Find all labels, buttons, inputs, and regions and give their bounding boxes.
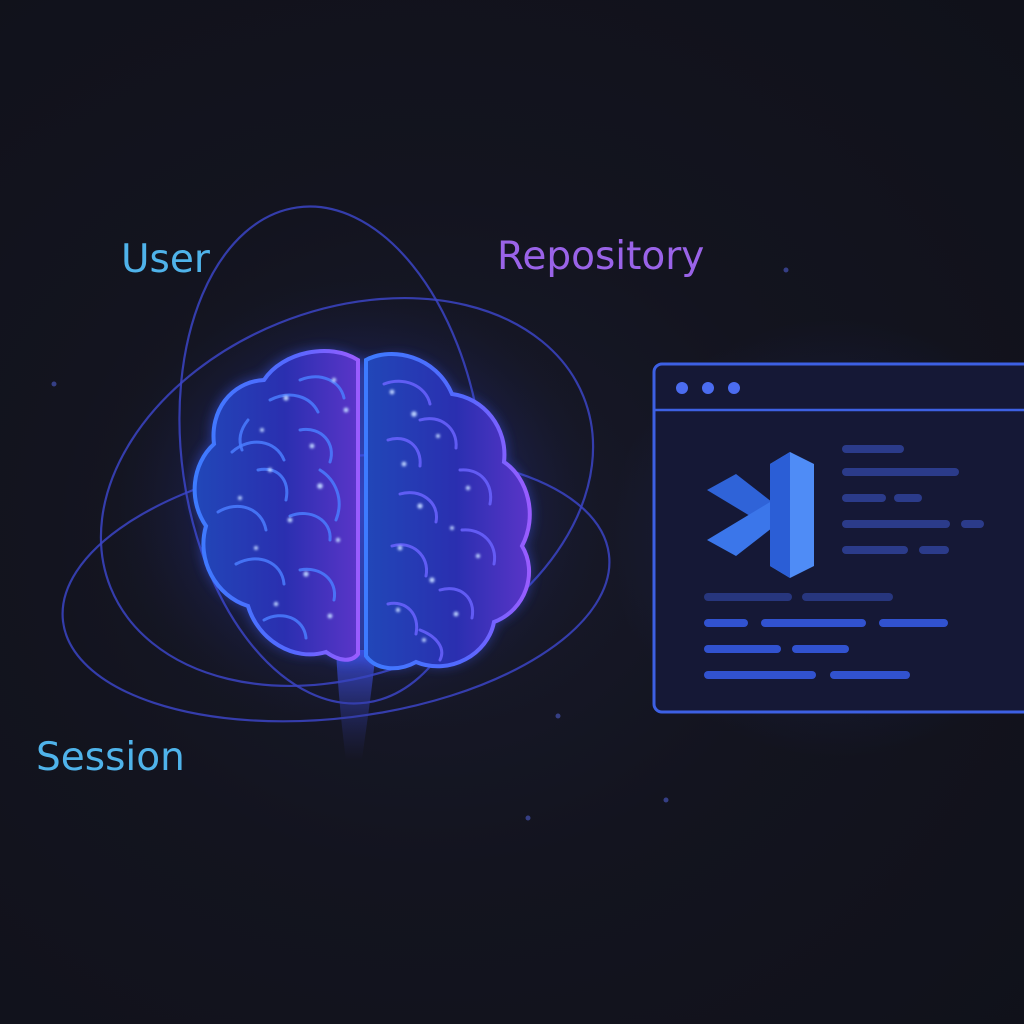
- window-dot-1: [676, 382, 688, 394]
- brain-stem: [336, 650, 376, 760]
- window-dot-3: [728, 382, 740, 394]
- editor-window-controls: [676, 382, 740, 394]
- editor-code-lines: [704, 445, 984, 679]
- brain-left-hemisphere: [192, 348, 360, 662]
- vscode-logo-icon: [707, 452, 814, 578]
- brain-right-hemisphere: [364, 351, 532, 671]
- window-dot-2: [702, 382, 714, 394]
- background-particles: [51, 267, 789, 821]
- session-label: Session: [36, 735, 185, 780]
- code-editor-window: [652, 362, 1024, 714]
- brain-folds-right: [382, 379, 497, 662]
- brain-sparkles: [238, 377, 481, 642]
- editor-window-frame: [652, 362, 1024, 714]
- brain-folds: [216, 375, 346, 640]
- user-label: User: [121, 237, 210, 282]
- brain-icon: [192, 348, 532, 671]
- repository-label: Repository: [497, 234, 705, 279]
